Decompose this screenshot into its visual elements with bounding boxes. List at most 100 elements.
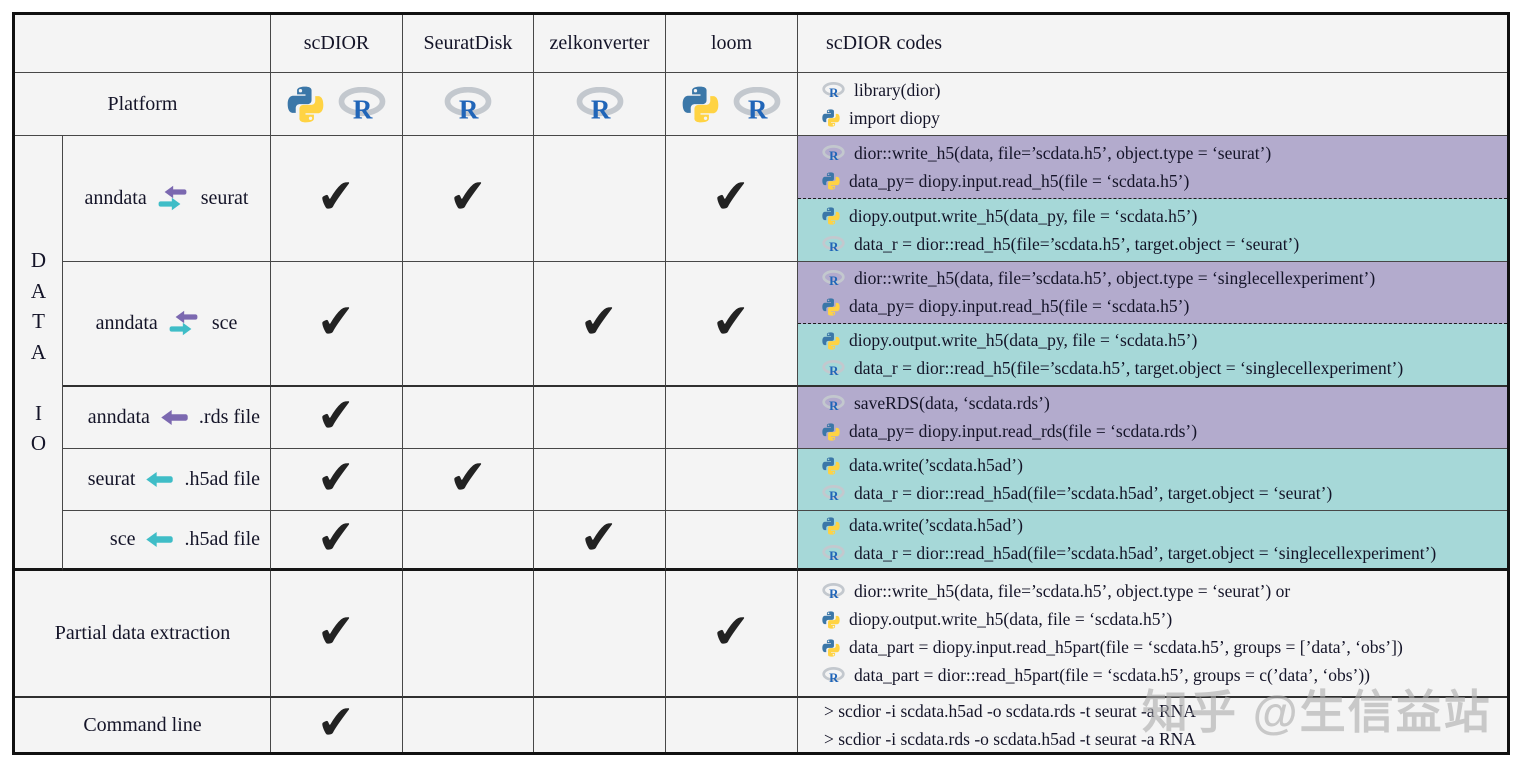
check-cell [534,387,666,449]
code-text: diopy.output.write_h5(data_py, file = ‘s… [849,330,1198,350]
check-cell [534,136,666,262]
code-block: data.write(’scdata.h5ad’) data_r = dior:… [798,449,1507,510]
data-io-section-label: D A T A I O [15,136,63,571]
code-text: diopy.output.write_h5(data, file = ‘scda… [849,609,1173,629]
codes-cell: data.write(’scdata.h5ad’) data_r = dior:… [798,511,1507,571]
check-cell: ✔ [271,698,403,752]
code-text: data.write(’scdata.h5ad’) [849,455,1023,475]
row-label-left: sce [109,528,136,550]
check-cell: ✔ [271,511,403,571]
code-text: dior::write_h5(data, file=’scdata.h5’, o… [854,581,1291,601]
codes-cell: saveRDS(data, ‘scdata.rds’) data_py= dio… [798,387,1507,449]
vertical-letter: T [32,309,45,334]
r-logo-icon [822,667,845,684]
python-icon [822,332,840,350]
check-cell: ✔ [271,449,403,511]
row-label-right: .rds file [198,406,260,428]
vertical-letter: I [35,400,42,425]
platform-cell-zelkonverter [534,73,666,136]
row-label-seurat-h5ad: seurat .h5ad file [63,449,271,511]
code-text: data_r = dior::read_h5(file=’scdata.h5’,… [854,358,1404,378]
code-text: data_r = dior::read_h5ad(file=’scdata.h5… [854,543,1437,563]
platform-cell-scdior [271,73,403,136]
platform-codes-cell: library(dior) import diopy [798,73,1507,136]
python-icon [822,457,840,475]
r-logo-icon [822,583,845,600]
code-text: data_py= diopy.input.read_h5(file = ‘scd… [849,170,1190,191]
code-block: saveRDS(data, ‘scdata.rds’) data_py= dio… [798,387,1507,448]
r-logo-icon [822,545,845,562]
code-block-write: dior::write_h5(data, file=’scdata.h5’, o… [798,262,1507,324]
row-label-right: seurat [200,187,249,209]
check-cell [534,571,666,698]
check-cell [403,511,534,571]
arrow-left-icon [145,531,174,548]
r-logo-icon [338,87,386,122]
comparison-table: scDIOR SeuratDisk zelkonverter loom scDI… [12,12,1510,755]
code-block: dior::write_h5(data, file=’scdata.h5’, o… [798,571,1507,696]
check-cell: ✔ [271,136,403,262]
python-icon [822,298,840,316]
row-label-command-line: Command line [15,698,271,752]
check-cell [666,387,798,449]
row-label-sce-h5ad: sce .h5ad file [63,511,271,571]
row-label-left: anndata [87,406,150,428]
header-codes-title: scDIOR codes [798,15,1507,73]
check-cell [403,387,534,449]
codes-cell: dior::write_h5(data, file=’scdata.h5’, o… [798,262,1507,387]
check-cell [666,449,798,511]
header-tool-zelkonverter: zelkonverter [534,15,666,73]
code-text: data_r = dior::read_h5ad(file=’scdata.h5… [854,483,1333,503]
vertical-letter: A [30,278,47,303]
code-block: data.write(’scdata.h5ad’) data_r = dior:… [798,511,1507,568]
row-label-right: .h5ad file [184,528,260,550]
vertical-letter: O [30,431,47,456]
arrow-left-icon [160,409,189,426]
r-logo-icon [576,87,624,122]
row-label-left: seurat [87,468,136,490]
check-cell: ✔ [666,571,798,698]
python-icon [822,172,840,190]
python-icon [822,639,840,657]
check-cell [403,262,534,387]
r-logo-icon [733,87,781,122]
python-icon [287,86,324,123]
code-text: library(dior) [854,79,941,100]
code-line: import diopy [822,106,1507,131]
swap-arrows-icon [168,310,202,337]
code-text: data_py= diopy.input.read_h5(file = ‘scd… [849,296,1190,316]
codes-cell: dior::write_h5(data, file=’scdata.h5’, o… [798,571,1507,698]
code-block-read: diopy.output.write_h5(data_py, file = ‘s… [798,324,1507,385]
check-cell: ✔ [271,571,403,698]
r-logo-icon [822,145,845,162]
code-text: diopy.output.write_h5(data_py, file = ‘s… [849,205,1198,226]
swap-arrows-icon [157,185,191,212]
r-logo-icon [822,270,845,287]
r-logo-icon [822,82,845,99]
check-cell: ✔ [271,387,403,449]
python-icon [822,611,840,629]
r-logo-icon [822,485,845,502]
python-icon [822,109,840,127]
python-icon [682,86,719,123]
code-text: data_part = diopy.input.read_h5part(file… [849,637,1403,657]
check-cell: ✔ [403,136,534,262]
code-line: library(dior) [822,78,1507,103]
platform-cell-loom [666,73,798,136]
codes-cell: > scdior -i scdata.h5ad -o scdata.rds -t… [798,698,1507,752]
row-label-anndata-seurat: anndata seurat [63,136,271,262]
check-cell [403,571,534,698]
r-logo-icon [444,87,492,122]
python-icon [822,207,840,225]
header-tool-seuratdisk: SeuratDisk [403,15,534,73]
check-cell [403,698,534,752]
python-icon [822,423,840,441]
check-cell: ✔ [403,449,534,511]
check-cell [666,511,798,571]
code-text: data_py= diopy.input.read_rds(file = ‘sc… [849,421,1198,441]
r-logo-icon [822,395,845,412]
arrow-right-icon [168,322,193,336]
arrow-right-icon [157,197,182,211]
check-cell: ✔ [666,136,798,262]
code-text: dior::write_h5(data, file=’scdata.h5’, o… [854,142,1272,163]
